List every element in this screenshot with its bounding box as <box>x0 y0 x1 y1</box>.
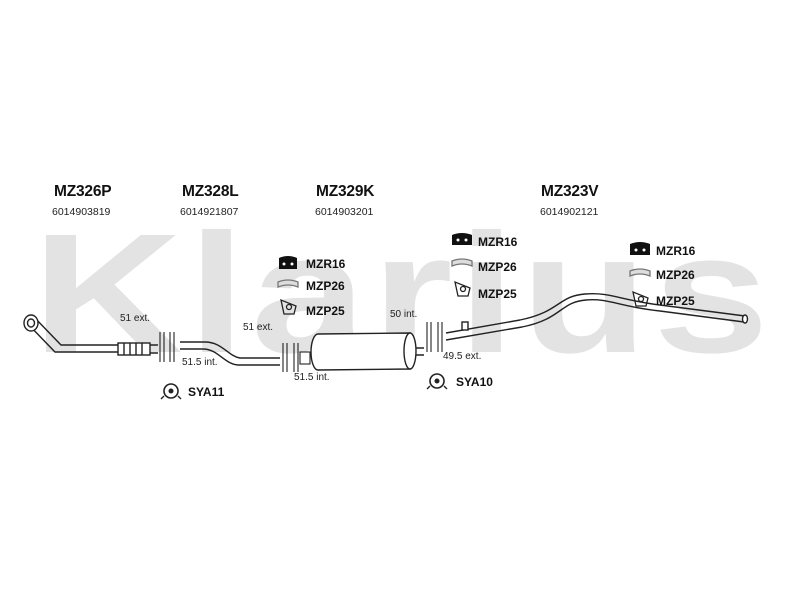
hanger-strap-icon <box>277 279 299 288</box>
mount-label: MZR16 <box>306 257 346 271</box>
part-code: MZ328L <box>182 183 239 200</box>
clamp-icon <box>160 383 182 400</box>
mount-label: MZR16 <box>478 235 518 249</box>
bracket-icon <box>280 298 297 315</box>
mount-label: MZP26 <box>478 260 517 274</box>
mount-icons <box>451 233 473 297</box>
rubber-mount-icon <box>452 233 472 245</box>
part-code: MZ323V <box>541 183 599 200</box>
part-number: 6014903819 <box>52 206 111 218</box>
bracket-icon <box>632 290 649 307</box>
dimension-label: 51 ext. <box>243 322 274 333</box>
tail-pipe <box>445 292 749 341</box>
mount-label: MZP26 <box>656 268 695 282</box>
part-code: MZ329K <box>316 183 375 200</box>
dimension-label: 50 int. <box>390 309 418 320</box>
dimension-label: 51 ext. <box>120 313 151 324</box>
joint <box>426 322 443 352</box>
hanger-strap-icon <box>629 268 651 277</box>
mount-label: MZP25 <box>478 287 517 301</box>
dimension-label: 51.5 int. <box>294 372 330 383</box>
part-code: MZ326P <box>54 183 112 200</box>
mount-icons <box>277 256 299 315</box>
middle-silencer <box>310 332 424 371</box>
hanger-strap-icon <box>451 258 473 267</box>
mount-label: MZP25 <box>306 304 345 318</box>
front-pipe <box>23 314 158 356</box>
clamp-label: SYA11 <box>188 385 225 399</box>
clamp-icon <box>426 373 448 390</box>
mount-label: MZP26 <box>306 279 345 293</box>
clamp-label: SYA10 <box>456 375 493 389</box>
mount-label: MZP25 <box>656 294 695 308</box>
bracket-icon <box>454 280 471 297</box>
rubber-mount-icon <box>279 256 297 269</box>
part-number: 6014921807 <box>180 206 239 218</box>
dimension-label: 49.5 ext. <box>443 351 482 362</box>
joint <box>282 343 311 372</box>
part-number: 6014902121 <box>540 206 599 218</box>
joint <box>159 332 175 362</box>
dimension-label: 51.5 int. <box>182 357 218 368</box>
rubber-mount-icon <box>630 242 650 255</box>
part-number: 6014903201 <box>315 206 374 218</box>
mount-icons <box>629 242 651 307</box>
intermediate-pipe <box>180 341 280 366</box>
mount-label: MZR16 <box>656 244 696 258</box>
